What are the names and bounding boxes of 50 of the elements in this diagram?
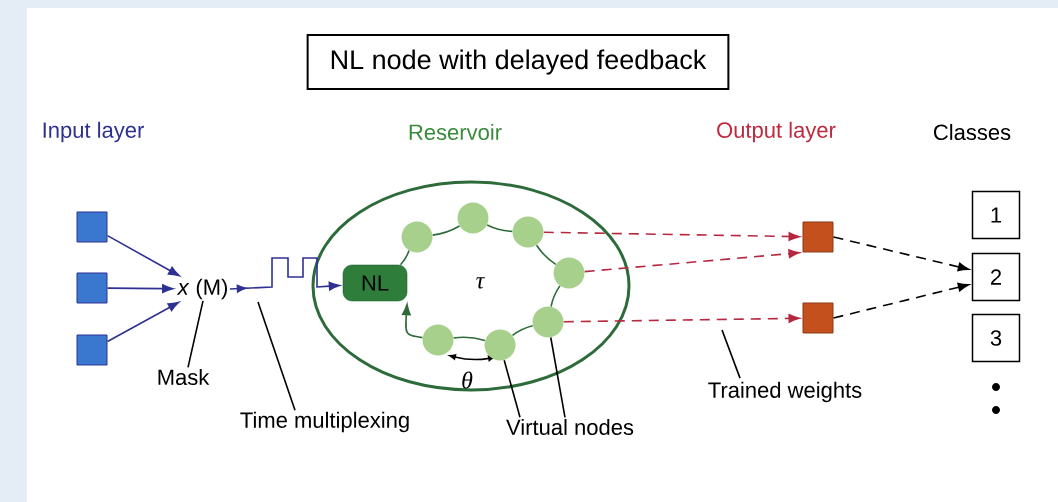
virtual-node-circle (422, 324, 454, 356)
delay-loop-line (431, 225, 461, 236)
arrow (106, 234, 180, 277)
symbol: θ (462, 371, 473, 389)
output-square (802, 302, 834, 334)
leader-line (721, 329, 741, 379)
virtual-node-circle (457, 202, 489, 234)
arrow (832, 282, 970, 319)
leader-line (257, 301, 296, 411)
arrow (583, 249, 800, 273)
delay-loop-line (511, 324, 534, 337)
input-square (76, 334, 108, 366)
virtual-node-circle (512, 216, 544, 248)
arrow (542, 231, 800, 241)
virtual-node-circle (532, 306, 564, 338)
input-square (76, 272, 108, 304)
heading: Input layer (43, 121, 144, 143)
callout-label: Time multiplexing (240, 411, 409, 433)
callout-label: Virtual nodes (506, 418, 634, 436)
delay-loop-line (535, 244, 557, 266)
virtual-node-circle (553, 257, 585, 289)
class-box: 3 (971, 313, 1021, 363)
leader-line (549, 336, 566, 419)
delay-loop-line (399, 249, 410, 266)
title-box: NL node with delayed feedback (306, 34, 730, 90)
virtual-node-circle (484, 329, 516, 361)
input-square (76, 211, 108, 243)
arrow (106, 301, 180, 343)
arrow (832, 236, 970, 272)
arrow (106, 284, 174, 294)
nl-box: NL (342, 264, 408, 302)
class-box: 2 (971, 252, 1021, 302)
leader-line (187, 300, 204, 369)
delay-loop-line (486, 224, 514, 233)
delay-loop-line (550, 285, 561, 308)
callout-label: Mask (158, 368, 210, 386)
virtual-node-circle (401, 221, 433, 253)
mask-symbol: x (M) (176, 278, 227, 300)
callout-label: Trained weights (708, 381, 862, 403)
class-box: 1 (971, 190, 1021, 240)
symbol: τ (476, 277, 486, 289)
heading: Reservoir (409, 123, 502, 141)
leader-line (503, 359, 521, 419)
arrow (562, 313, 800, 323)
arrow (229, 257, 341, 293)
arrow (401, 303, 424, 339)
heading: Classes (934, 123, 1011, 141)
delay-loop-line (452, 336, 486, 342)
output-square (802, 221, 834, 253)
heading: Output layer (717, 121, 836, 143)
